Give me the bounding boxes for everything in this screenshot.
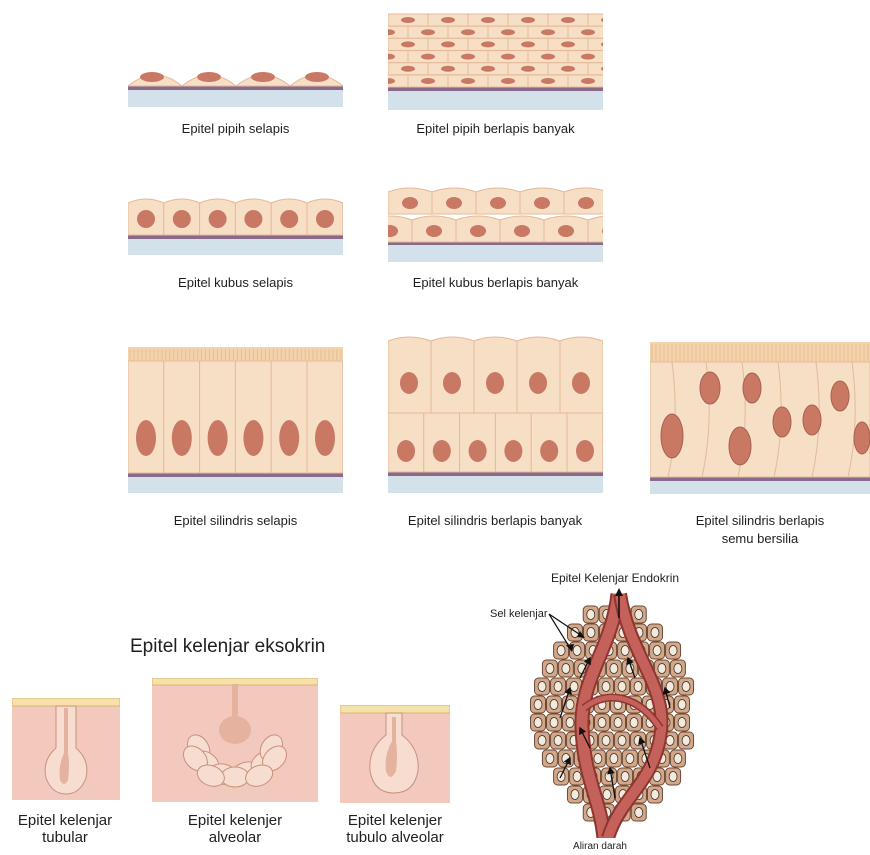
stratified-cuboidal-label: Epitel kubus berlapis banyak (388, 274, 603, 291)
stratified-cuboidal-diagram (388, 182, 603, 262)
pseudostratified-label-line2: semu bersilia (650, 530, 870, 547)
stratified-squamous-diagram (388, 12, 603, 110)
alveolar-gland-diagram (152, 678, 318, 802)
pseudostratified-diagram (650, 342, 870, 494)
tubuloalveolar-gland-label-line2: tubulo alveolar (330, 829, 460, 846)
simple-columnar-diagram (128, 345, 343, 493)
exocrine-title: Epitel kelenjar eksokrin (130, 638, 350, 655)
tubular-gland-label-line2: tubular (0, 829, 130, 846)
alveolar-gland-label-line2: alveolar (160, 829, 310, 846)
endocrine-gland-diagram (520, 588, 700, 838)
stratified-columnar-diagram (388, 335, 603, 493)
tubular-gland-diagram (12, 698, 120, 800)
stratified-squamous-label: Epitel pipih berlapis banyak (388, 120, 603, 137)
tubular-gland-label-line1: Epitel kelenjar (0, 812, 130, 829)
simple-cuboidal-label: Epitel kubus selapis (128, 274, 343, 291)
simple-cuboidal-diagram (128, 195, 343, 255)
tubuloalveolar-gland-label-line1: Epitel kelenjer (330, 812, 460, 829)
simple-squamous-diagram (128, 60, 343, 110)
endocrine-title: Epitel Kelenjar Endokrin (520, 570, 710, 587)
stratified-columnar-label: Epitel silindris berlapis banyak (380, 512, 610, 529)
blood-flow-label: Aliran darah (560, 838, 640, 855)
pseudostratified-label-line1: Epitel silindris berlapis (650, 512, 870, 529)
simple-squamous-label: Epitel pipih selapis (128, 120, 343, 137)
tubuloalveolar-gland-diagram (340, 705, 450, 803)
alveolar-gland-label-line1: Epitel kelenjer (160, 812, 310, 829)
simple-columnar-label: Epitel silindris selapis (128, 512, 343, 529)
